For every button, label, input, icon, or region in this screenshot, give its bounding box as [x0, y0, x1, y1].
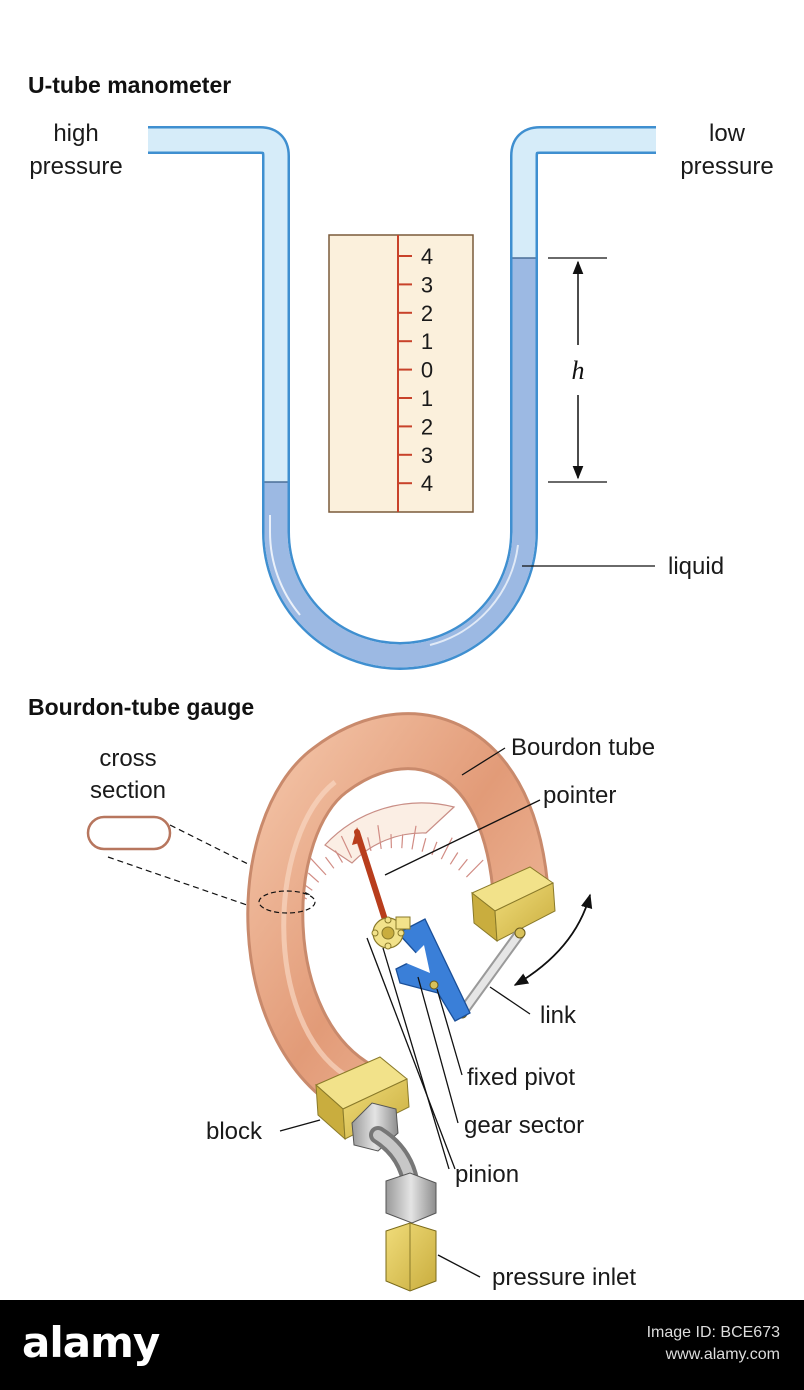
- gear-sector: [395, 918, 471, 1022]
- alamy-logo: alamy: [22, 1318, 160, 1367]
- dial-tick-mark: [440, 837, 453, 860]
- pinion-label: pinion: [455, 1161, 519, 1188]
- scale-tick-label: 0: [421, 358, 433, 383]
- liquid-label: liquid: [668, 553, 724, 580]
- dial-tick-mark: [309, 856, 327, 876]
- h-label: h: [572, 356, 585, 385]
- link-label: link: [540, 1002, 577, 1029]
- cross-section-label-line2: section: [90, 777, 166, 804]
- high-pressure-label-line1: high: [53, 120, 98, 147]
- manometer-scale: [328, 234, 474, 513]
- scale-tick-label: 3: [421, 443, 433, 468]
- tip-block: [471, 866, 556, 943]
- bourdon-title: Bourdon-tube gauge: [28, 694, 254, 720]
- dial-tick-mark: [411, 825, 417, 850]
- scale-tick-label: 4: [421, 244, 433, 269]
- gear-sector-label: gear sector: [464, 1112, 584, 1139]
- dial-tick-mark: [458, 858, 468, 871]
- dial-tick-mark: [307, 872, 320, 883]
- pressure-inlet-label: pressure inlet: [492, 1264, 636, 1291]
- dial-tick-mark: [421, 838, 427, 852]
- dial-tick-mark: [325, 856, 335, 869]
- site-url-text: www.alamy.com: [665, 1346, 780, 1363]
- bourdon-gauge: Bourdon-tube gauge cross section: [28, 694, 655, 1292]
- scale-tick-label: 4: [421, 471, 433, 496]
- bourdon-tube-label: Bourdon tube: [511, 734, 655, 761]
- fixed-pivot-label: fixed pivot: [467, 1064, 575, 1091]
- dial-tick-mark: [449, 852, 459, 865]
- dial-tick-mark: [334, 850, 344, 863]
- cross-section-shape: [86, 815, 172, 851]
- footer-info: Image ID: BCE673 www.alamy.com: [647, 1322, 780, 1366]
- stock-footer-bar: alamy Image ID: BCE673 www.alamy.com: [0, 1300, 804, 1390]
- h-dimension: h: [548, 257, 607, 483]
- low-pressure-label-line1: low: [709, 120, 746, 147]
- scale-ticks: 4 3 2 1 0 1 2 3 4: [398, 244, 433, 496]
- pointer-needle: [354, 829, 391, 932]
- low-pressure-label-line2: pressure: [680, 153, 773, 180]
- high-pressure-label-line2: pressure: [29, 153, 122, 180]
- utube-title: U-tube manometer: [28, 72, 231, 98]
- scale-tick-label: 2: [421, 301, 433, 326]
- dial-tick-mark: [367, 837, 372, 852]
- dial-tick-mark: [340, 835, 353, 858]
- utube-manometer: U-tube manometer high pressure low press…: [28, 72, 774, 670]
- manometer-liquid: [264, 258, 536, 668]
- scale-tick-label: 3: [421, 272, 433, 297]
- block-label: block: [206, 1118, 263, 1145]
- pointer-label: pointer: [543, 782, 616, 809]
- pressure-inlet-fitting: [351, 1102, 437, 1292]
- image-id-text: Image ID: BCE673: [646, 1324, 780, 1341]
- scale-tick-label: 1: [421, 386, 433, 411]
- dial-tick-mark: [431, 841, 438, 856]
- dial-tick-mark: [377, 825, 382, 849]
- dial-tick-mark: [401, 834, 404, 849]
- dial-face: [324, 802, 456, 864]
- cross-section-label-line1: cross: [99, 745, 156, 772]
- scale-tick-label: 2: [421, 414, 433, 439]
- scale-tick-label: 1: [421, 329, 433, 354]
- dial-tick-mark: [465, 859, 484, 878]
